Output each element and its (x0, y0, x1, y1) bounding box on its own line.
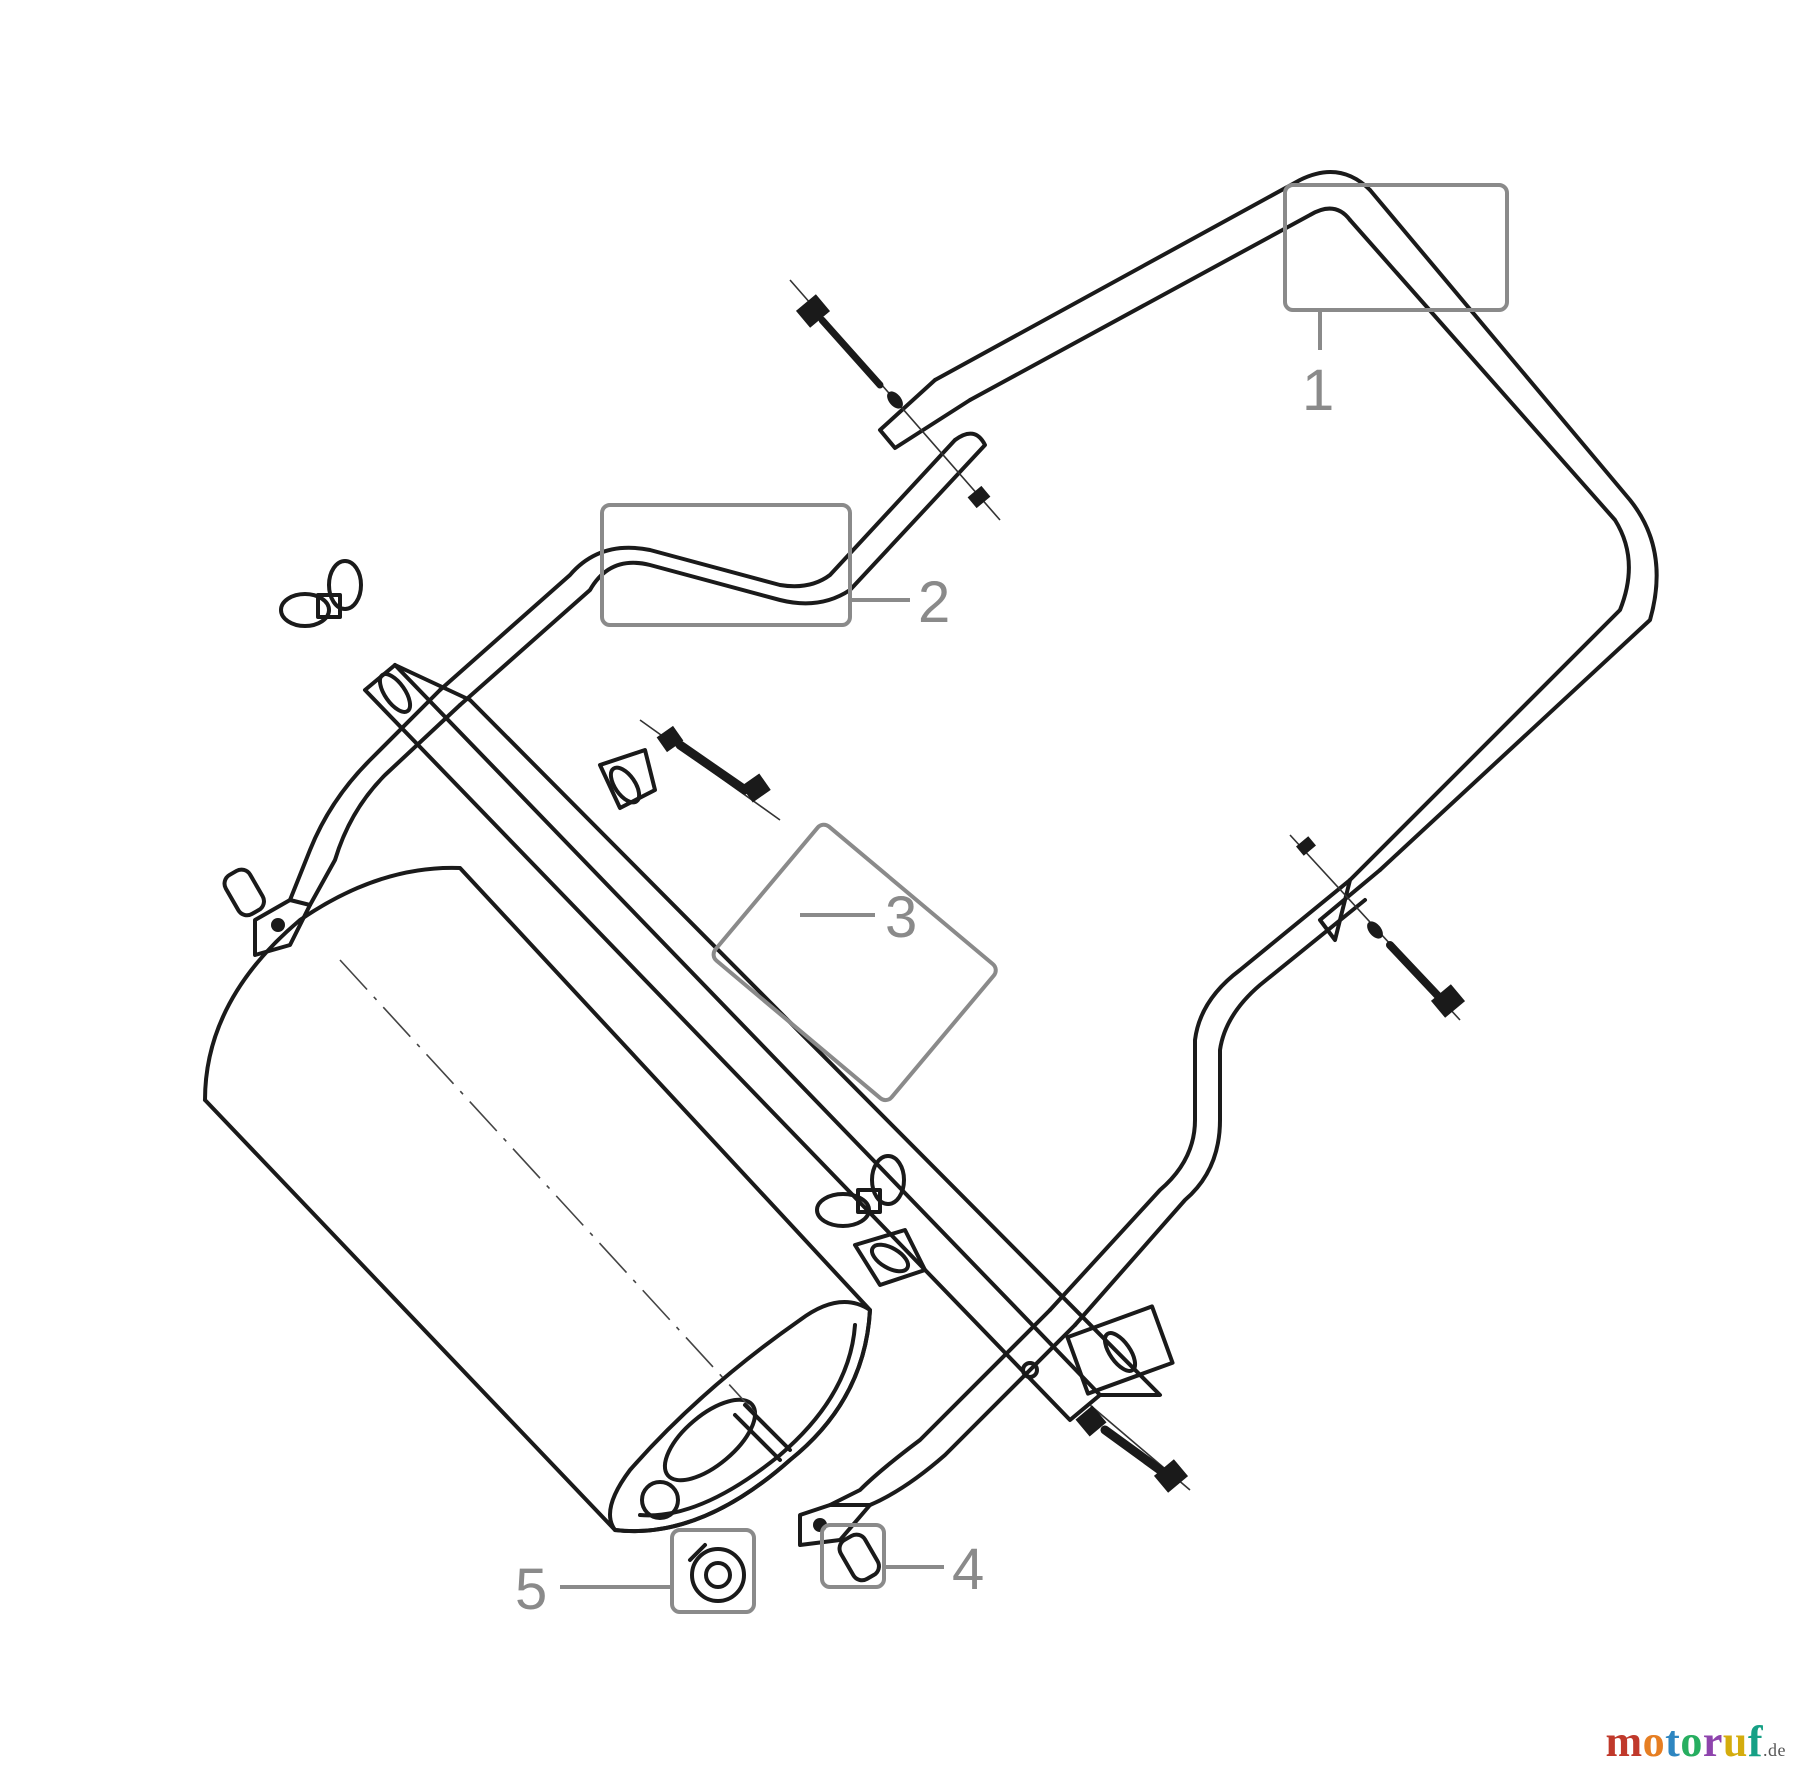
bolt-middle (639, 719, 781, 821)
roller-drum (203, 865, 872, 1534)
callout-5: 5 (515, 1528, 756, 1622)
watermark-logo: motoruf.de (1606, 1716, 1786, 1767)
watermark-letter: o (1680, 1717, 1703, 1766)
callout-4: 4 (820, 1523, 984, 1602)
callout-3: 3 (711, 822, 998, 1103)
bolt-lower-right (1075, 1404, 1191, 1493)
watermark-letter: t (1665, 1717, 1681, 1766)
callout-4-number: 4 (952, 1537, 984, 1602)
drain-plug (688, 1543, 746, 1603)
watermark-letters: motoruf (1606, 1717, 1763, 1766)
handle-upper (878, 170, 1659, 942)
watermark-letter: o (1642, 1717, 1666, 1766)
handle-lower (253, 431, 1367, 1547)
fasteners (222, 279, 1466, 1583)
watermark-letter: u (1722, 1717, 1748, 1766)
watermark-letter: r (1702, 1717, 1723, 1766)
bolt-upper-left (789, 279, 1001, 521)
crossbar (363, 663, 1175, 1422)
watermark-letter: m (1605, 1717, 1643, 1766)
callout-3-number: 3 (885, 885, 917, 950)
callout-1-number: 1 (1302, 358, 1334, 423)
wing-nut-lower (815, 1154, 906, 1228)
wing-nut-upper (279, 559, 363, 628)
watermark-suffix: .de (1763, 1740, 1786, 1760)
callout-2: 2 (600, 503, 950, 635)
bolt-right (1289, 834, 1466, 1021)
callout-1: 1 (1283, 183, 1509, 423)
watermark-letter: f (1747, 1717, 1763, 1766)
callout-2-number: 2 (918, 570, 950, 635)
callout-5-number: 5 (515, 1557, 547, 1622)
